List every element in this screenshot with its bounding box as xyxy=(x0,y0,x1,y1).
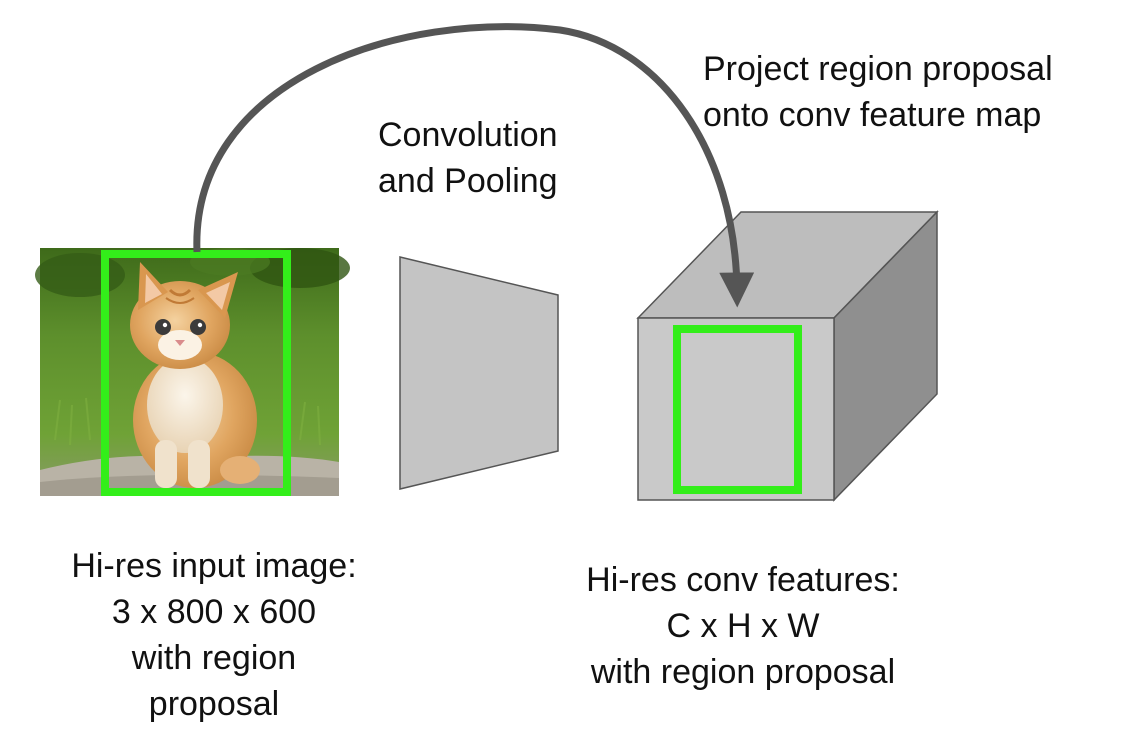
kitten xyxy=(130,262,260,488)
conv-label-line-1: Convolution xyxy=(378,116,558,154)
input-image xyxy=(35,248,350,496)
input-caption-line-2: 3 x 800 x 600 xyxy=(111,593,317,631)
features-caption-line-2: C x H x W xyxy=(666,607,820,645)
feature-region-box xyxy=(673,325,802,494)
project-label-line-1: Project region proposal xyxy=(703,50,1053,88)
project-label-line-2: onto conv feature map xyxy=(703,96,1042,134)
features-caption-line-3: with region proposal xyxy=(590,653,896,691)
projection-arrow xyxy=(193,23,755,308)
conv-label-line-2: and Pooling xyxy=(378,162,558,200)
feature-map-block xyxy=(636,210,939,502)
input-region-box xyxy=(101,250,291,496)
conv-pool-block xyxy=(399,256,559,490)
features-caption-line-1: Hi-res conv features: xyxy=(586,561,900,599)
input-caption-line-1: Hi-res input image: xyxy=(71,547,357,585)
project-region-label: Project region proposal onto conv featur… xyxy=(703,46,1053,138)
input-caption-line-3: with region xyxy=(131,639,297,677)
conv-pool-label: Convolution and Pooling xyxy=(378,112,558,204)
conv-features-caption: Hi-res conv features: C x H x W with reg… xyxy=(548,557,938,695)
input-caption-line-4: proposal xyxy=(148,685,280,723)
input-image-caption: Hi-res input image: 3 x 800 x 600 with r… xyxy=(28,543,400,727)
